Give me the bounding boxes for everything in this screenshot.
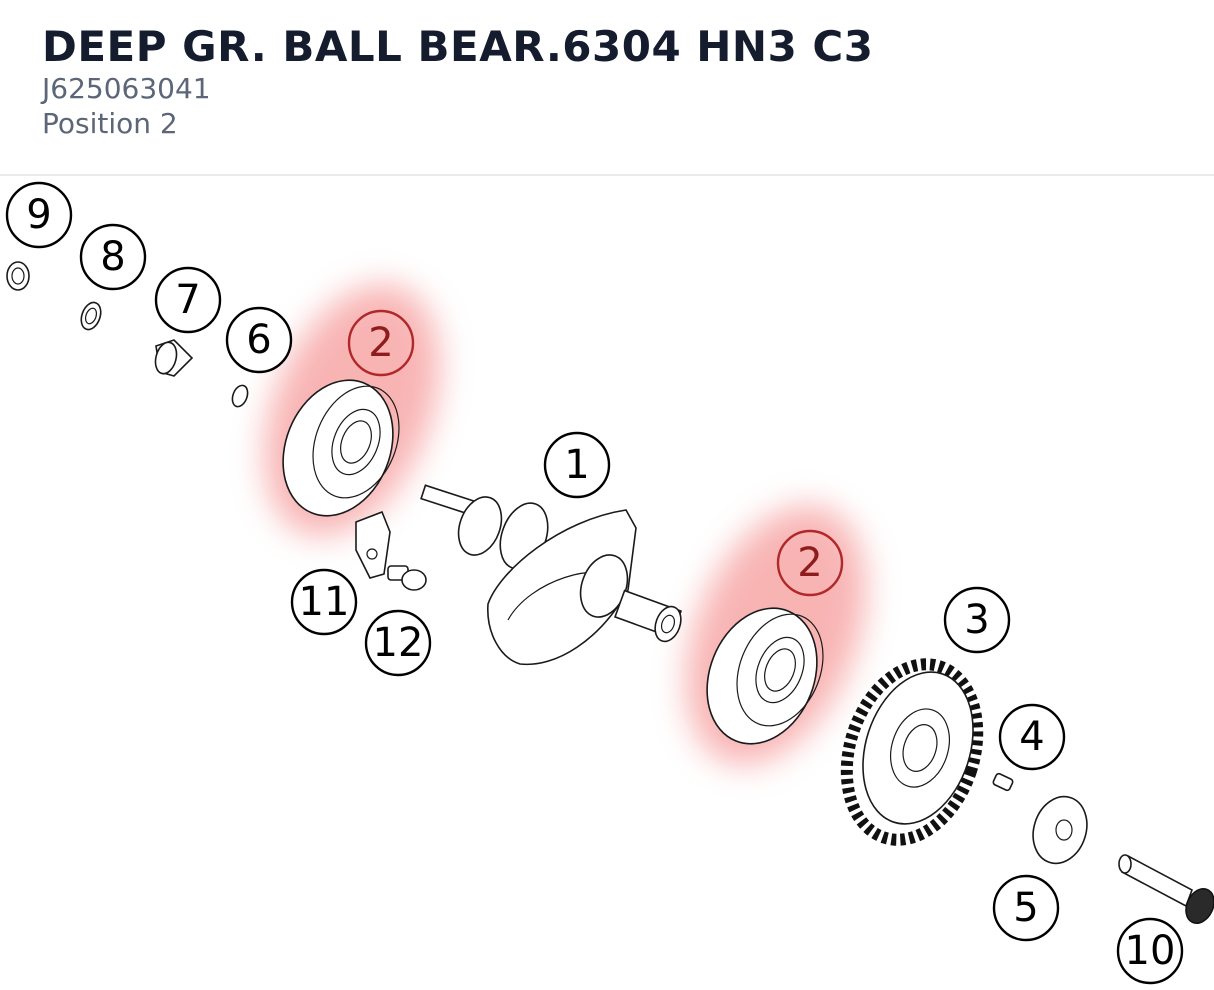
position-label: Position 2	[42, 107, 178, 140]
svg-text:9: 9	[26, 192, 51, 238]
svg-text:6: 6	[246, 317, 271, 363]
part-10-shaft-bolt[interactable]	[1118, 854, 1214, 928]
svg-text:11: 11	[299, 579, 350, 625]
svg-text:2: 2	[368, 320, 393, 366]
callout-10[interactable]: 10	[1116, 917, 1184, 985]
svg-text:4: 4	[1019, 714, 1044, 760]
part-11-bracket[interactable]	[355, 510, 391, 579]
part-1-crankshaft[interactable]	[420, 484, 685, 666]
svg-text:10: 10	[1125, 928, 1176, 974]
part-header: DEEP GR. BALL BEAR.6304 HN3 C3 J62506304…	[0, 0, 1214, 176]
callout-1[interactable]: 1	[543, 431, 611, 499]
part-6-o-ring[interactable]	[230, 383, 251, 408]
callout-7[interactable]: 7	[154, 266, 222, 334]
svg-text:8: 8	[100, 234, 125, 280]
callout-4[interactable]: 4	[998, 703, 1066, 771]
callout-2-left[interactable]: 2	[347, 309, 415, 377]
part-7-sleeve[interactable]	[152, 339, 194, 377]
svg-text:7: 7	[175, 277, 200, 323]
callout-11[interactable]: 11	[290, 568, 358, 636]
callout-2-right[interactable]: 2	[776, 529, 844, 597]
part-number: J625063041	[42, 72, 211, 105]
part-9-bushing[interactable]	[6, 261, 30, 291]
part-8-washer[interactable]	[78, 300, 104, 332]
exploded-parts-diagram: 9 8 7 6 2 1 2 11 12 3 4 5 10	[5, 181, 1214, 985]
callout-12[interactable]: 12	[364, 609, 432, 677]
svg-text:2: 2	[797, 540, 822, 586]
callout-6[interactable]: 6	[225, 306, 293, 374]
svg-text:1: 1	[564, 442, 589, 488]
part-4-pin[interactable]	[992, 772, 1014, 792]
callout-5[interactable]: 5	[992, 874, 1060, 942]
part-12-bolt[interactable]	[387, 565, 427, 591]
callout-9[interactable]: 9	[5, 181, 73, 249]
svg-text:3: 3	[964, 597, 989, 643]
svg-text:12: 12	[373, 620, 424, 666]
part-3-gear[interactable]	[825, 647, 999, 857]
part-2-bearing-right[interactable]	[688, 592, 839, 761]
callout-3[interactable]: 3	[943, 586, 1011, 654]
part-5-thrust-washer[interactable]	[1025, 790, 1095, 871]
callout-8[interactable]: 8	[79, 223, 147, 291]
part-title: DEEP GR. BALL BEAR.6304 HN3 C3	[42, 22, 874, 71]
part-2-bearing-left[interactable]	[264, 364, 415, 533]
svg-text:5: 5	[1013, 885, 1038, 931]
